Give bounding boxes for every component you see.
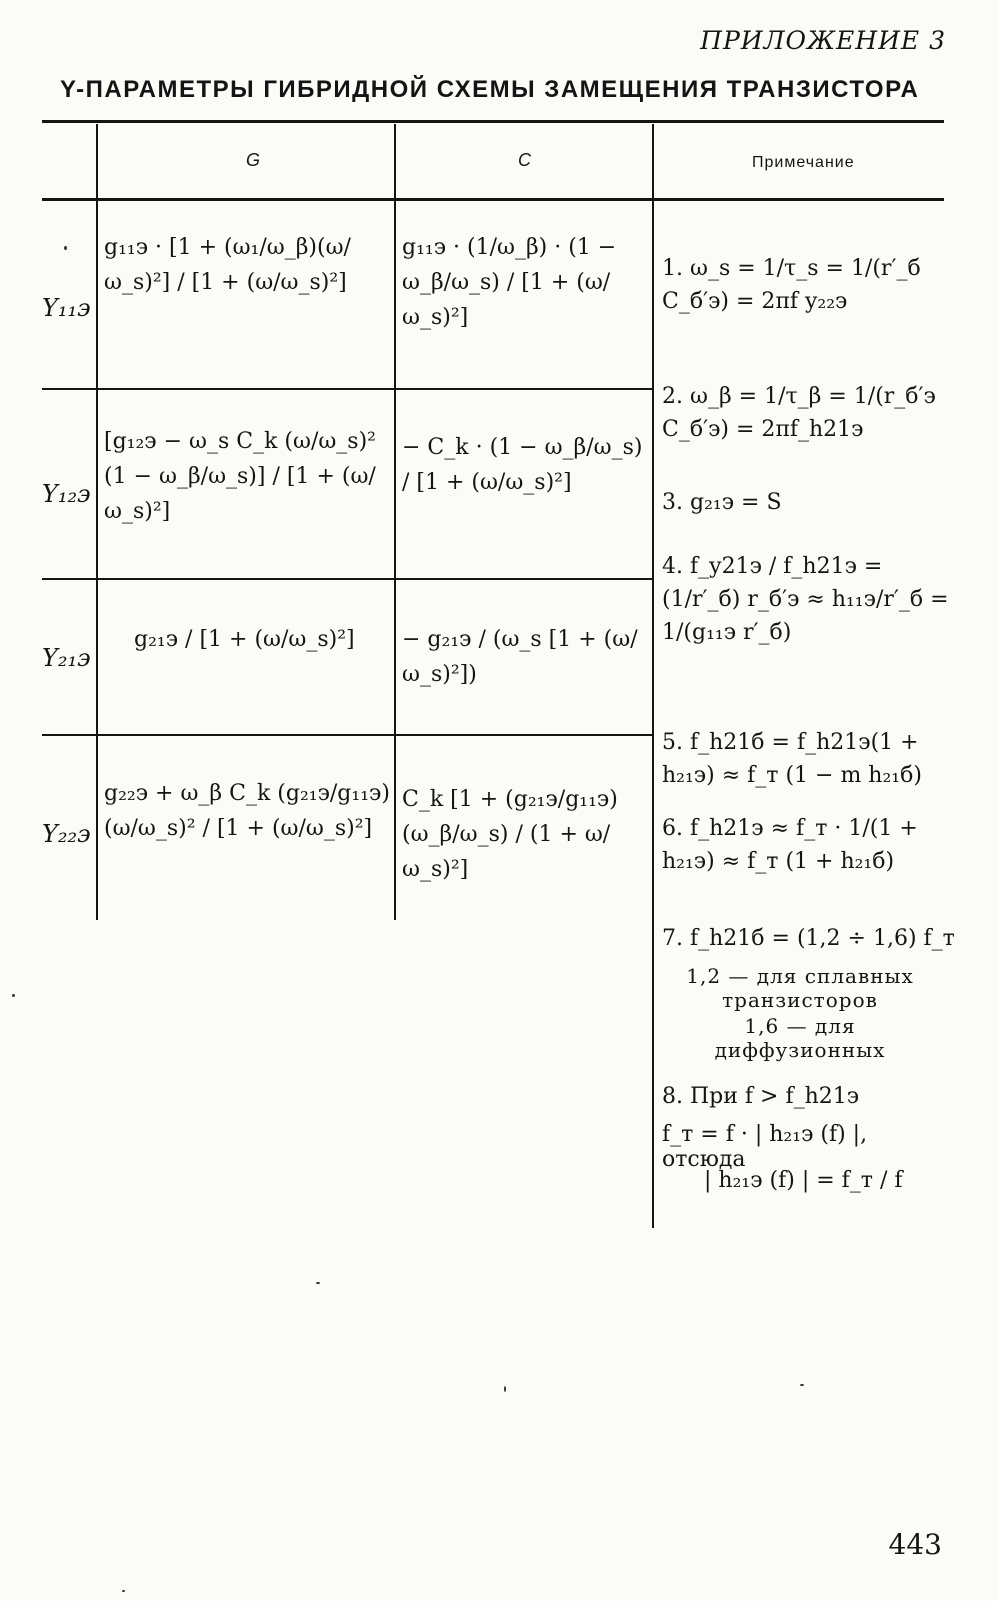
cell-y22-g: g₂₂э + ω_β C_k (g₂₁э/g₁₁э)(ω/ω_s)² / [1 … [104, 781, 390, 842]
scan-speck [316, 1282, 320, 1284]
note-8: 8. При f > f_h21э [662, 1084, 952, 1109]
row-label-y21: Y₂₁э [42, 644, 91, 672]
cell-y11-g: g₁₁э · [1 + (ω₁/ω_β)(ω/ω_s)²] / [1 + (ω/… [104, 235, 351, 296]
note-7-diffusion: 1,6 — для диффузионных [714, 1014, 886, 1062]
note-1: 1. ω_s = 1/τ_s = 1/(r′_б C_б′э) = 2πf y₂… [662, 252, 952, 318]
note-1-text: ω_s = 1/τ_s = 1/(r′_б C_б′э) = 2πf y₂₂э [662, 256, 921, 314]
row-label-y12: Y₁₂э [42, 480, 91, 508]
note-8-line-3: | h₂₁э (f) | = f_т / f [704, 1168, 903, 1193]
table-top-rule [42, 120, 944, 123]
cell-y22-c: C_k [1 + (g₂₁э/g₁₁э)(ω_β/ω_s) / (1 + ω/ω… [402, 787, 618, 883]
header-bottom-rule [42, 198, 944, 201]
note-4-text: f_y21э / f_h21э = (1/r′_б) r_б′э ≈ h₁₁э/… [662, 554, 949, 645]
note-2: 2. ω_β = 1/τ_β = 1/(r_б′э C_б′э) = 2πf_h… [662, 380, 952, 446]
cell-y12-g: [g₁₂э − ω_s C_k (ω/ω_s)² (1 − ω_β/ω_s)] … [104, 429, 376, 525]
row3-divider [42, 734, 652, 736]
note-7-text: f_h21б = (1,2 ÷ 1,6) f_т [690, 926, 955, 951]
row1-divider [42, 388, 652, 390]
note-2-num: 2. [662, 384, 683, 409]
scan-speck [12, 994, 15, 997]
note-8-text: При f > f_h21э [690, 1084, 860, 1109]
appendix-label: ПРИЛОЖЕНИЕ 3 [700, 26, 946, 55]
note-1-num: 1. [662, 256, 683, 281]
cell-y12-c: − C_k · (1 − ω_β/ω_s) / [1 + (ω/ω_s)²] [402, 435, 643, 496]
note-8-num: 8. [662, 1084, 683, 1109]
scan-speck [64, 246, 67, 250]
row2-divider [42, 578, 652, 580]
note-2-text: ω_β = 1/τ_β = 1/(r_б′э C_б′э) = 2πf_h21э [662, 384, 936, 442]
cell-y11-c: g₁₁э · (1/ω_β) · (1 − ω_β/ω_s) / [1 + (ω… [402, 235, 617, 331]
cell-y21-g: g₂₁э / [1 + (ω/ω_s)²] [134, 627, 355, 652]
cell-y21-c: − g₂₁э / (ω_s [1 + (ω/ω_s)²]) [402, 627, 638, 688]
scan-speck [504, 1386, 506, 1392]
column-header-g: G [246, 150, 261, 170]
col-divider-2 [394, 124, 396, 920]
scan-speck [122, 1590, 125, 1592]
note-5: 5. f_h21б = f_h21э(1 + h₂₁э) ≈ f_т (1 − … [662, 726, 952, 792]
note-5-text: f_h21б = f_h21э(1 + h₂₁э) ≈ f_т (1 − m h… [662, 730, 922, 788]
note-7-alloy: 1,2 — для сплавных транзисторов [686, 964, 914, 1012]
note-4-num: 4. [662, 554, 683, 579]
note-5-num: 5. [662, 730, 683, 755]
note-3-num: 3. [662, 490, 683, 515]
column-header-notes: Примечание [752, 154, 855, 171]
note-3-text: g₂₁э = S [690, 490, 782, 515]
row-label-y11: Y₁₁э [42, 294, 91, 322]
note-6-text: f_h21э ≈ f_т · 1/(1 + h₂₁э) ≈ f_т (1 + h… [662, 816, 918, 874]
page-title: Y-ПАРАМЕТРЫ ГИБРИДНОЙ СХЕМЫ ЗАМЕЩЕНИЯ ТР… [60, 76, 920, 103]
page-number: 443 [888, 1528, 942, 1561]
note-3: 3. g₂₁э = S [662, 490, 952, 515]
note-7: 7. f_h21б = (1,2 ÷ 1,6) f_т [662, 926, 955, 951]
column-header-c: C [518, 150, 531, 170]
scan-speck [800, 1384, 804, 1386]
note-6: 6. f_h21э ≈ f_т · 1/(1 + h₂₁э) ≈ f_т (1 … [662, 812, 952, 878]
note-8-line-2: f_т = f · | h₂₁э (f) |, отсюда [662, 1122, 868, 1172]
note-7-num: 7. [662, 926, 683, 951]
col-divider-3 [652, 124, 654, 1228]
col-divider-1 [96, 124, 98, 920]
note-4: 4. f_y21э / f_h21э = (1/r′_б) r_б′э ≈ h₁… [662, 550, 952, 649]
row-label-y22: Y₂₂э [42, 820, 91, 848]
note-6-num: 6. [662, 816, 683, 841]
